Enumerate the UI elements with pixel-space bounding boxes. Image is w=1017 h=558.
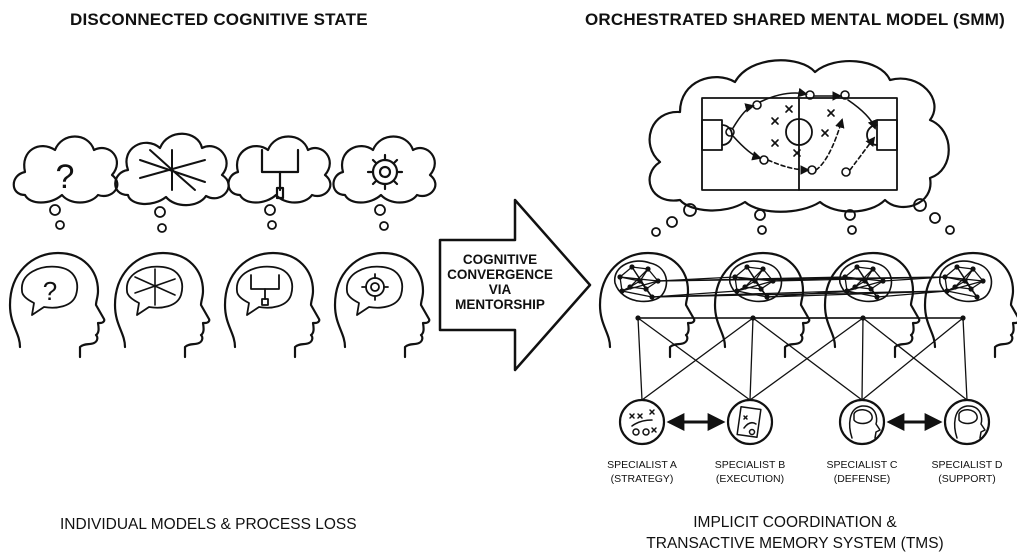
arrow-line-3: VIA <box>488 282 512 297</box>
left-caption: INDIVIDUAL MODELS & PROCESS LOSS <box>60 516 357 533</box>
network-nodes <box>617 264 986 321</box>
shared-cloud <box>648 59 950 213</box>
arrow-line-4: MENTORSHIP <box>455 297 545 312</box>
convergence-arrow <box>438 198 592 372</box>
question-icon: ? <box>56 158 75 196</box>
thought-cloud-4 <box>332 135 437 204</box>
gear-icon <box>361 273 389 301</box>
soccer-field-playbook-icon <box>701 87 898 191</box>
thought-cloud-1: ? <box>12 135 119 204</box>
goalpost-icon <box>260 148 300 200</box>
right-caption: IMPLICIT COORDINATION & TRANSACTIVE MEMO… <box>640 512 950 554</box>
specialist-d-icon <box>943 398 991 446</box>
head-2 <box>113 251 211 359</box>
right-caption-line-2: TRANSACTIVE MEMORY SYSTEM (TMS) <box>646 535 944 552</box>
specialist-d-name: SPECIALIST D <box>931 459 1003 471</box>
question-icon: ? <box>43 276 57 306</box>
specialist-b-name: SPECIALIST B <box>714 459 786 471</box>
head-4 <box>333 251 431 359</box>
specialist-b-role: (EXECUTION) <box>715 473 785 485</box>
specialist-a-role: (STRATEGY) <box>610 473 674 485</box>
left-title: DISCONNECTED COGNITIVE STATE <box>70 10 368 29</box>
tactics-board-icon <box>736 405 762 439</box>
team-head-1 <box>598 251 696 359</box>
thought-cloud-2 <box>114 132 230 207</box>
specialist-c-name: SPECIALIST C <box>826 459 898 471</box>
gear-icon <box>366 153 404 191</box>
team-head-4 <box>923 251 1017 359</box>
arrow-line-1: COGNITIVE <box>462 252 538 267</box>
specialist-b-label: SPECIALIST B (EXECUTION) <box>710 458 790 486</box>
thought-cloud-3 <box>227 135 332 204</box>
head-3 <box>223 251 321 359</box>
goalpost-icon <box>250 274 280 306</box>
crossed-arrows-icon <box>139 149 206 191</box>
convergence-arrow-label: COGNITIVE CONVERGENCE VIA MENTORSHIP <box>440 252 560 312</box>
right-title: ORCHESTRATED SHARED MENTAL MODEL (SMM) <box>585 10 1005 29</box>
arrow-line-2: CONVERGENCE <box>447 267 553 282</box>
specialist-c-icon <box>838 398 886 446</box>
specialist-a-name: SPECIALIST A <box>607 459 677 471</box>
crossed-arrows-icon <box>134 268 176 306</box>
specialist-c-label: SPECIALIST C (DEFENSE) <box>822 458 902 486</box>
specialist-d-role: (SUPPORT) <box>938 473 996 485</box>
playbook-icon <box>629 409 657 436</box>
specialist-b-icon <box>726 398 774 446</box>
specialist-a-icon <box>618 398 666 446</box>
head-1: ? <box>8 251 106 359</box>
specialist-c-role: (DEFENSE) <box>833 473 891 485</box>
team-head-3 <box>823 251 921 359</box>
brain-head-icon <box>848 405 881 439</box>
specialist-a-label: SPECIALIST A (STRATEGY) <box>602 458 682 486</box>
specialist-d-label: SPECIALIST D (SUPPORT) <box>927 458 1007 486</box>
right-caption-line-1: IMPLICIT COORDINATION & <box>693 514 897 531</box>
thought-bubbles-left <box>49 204 389 233</box>
brain-head-icon <box>953 405 986 439</box>
thought-bubbles-right <box>651 198 955 237</box>
